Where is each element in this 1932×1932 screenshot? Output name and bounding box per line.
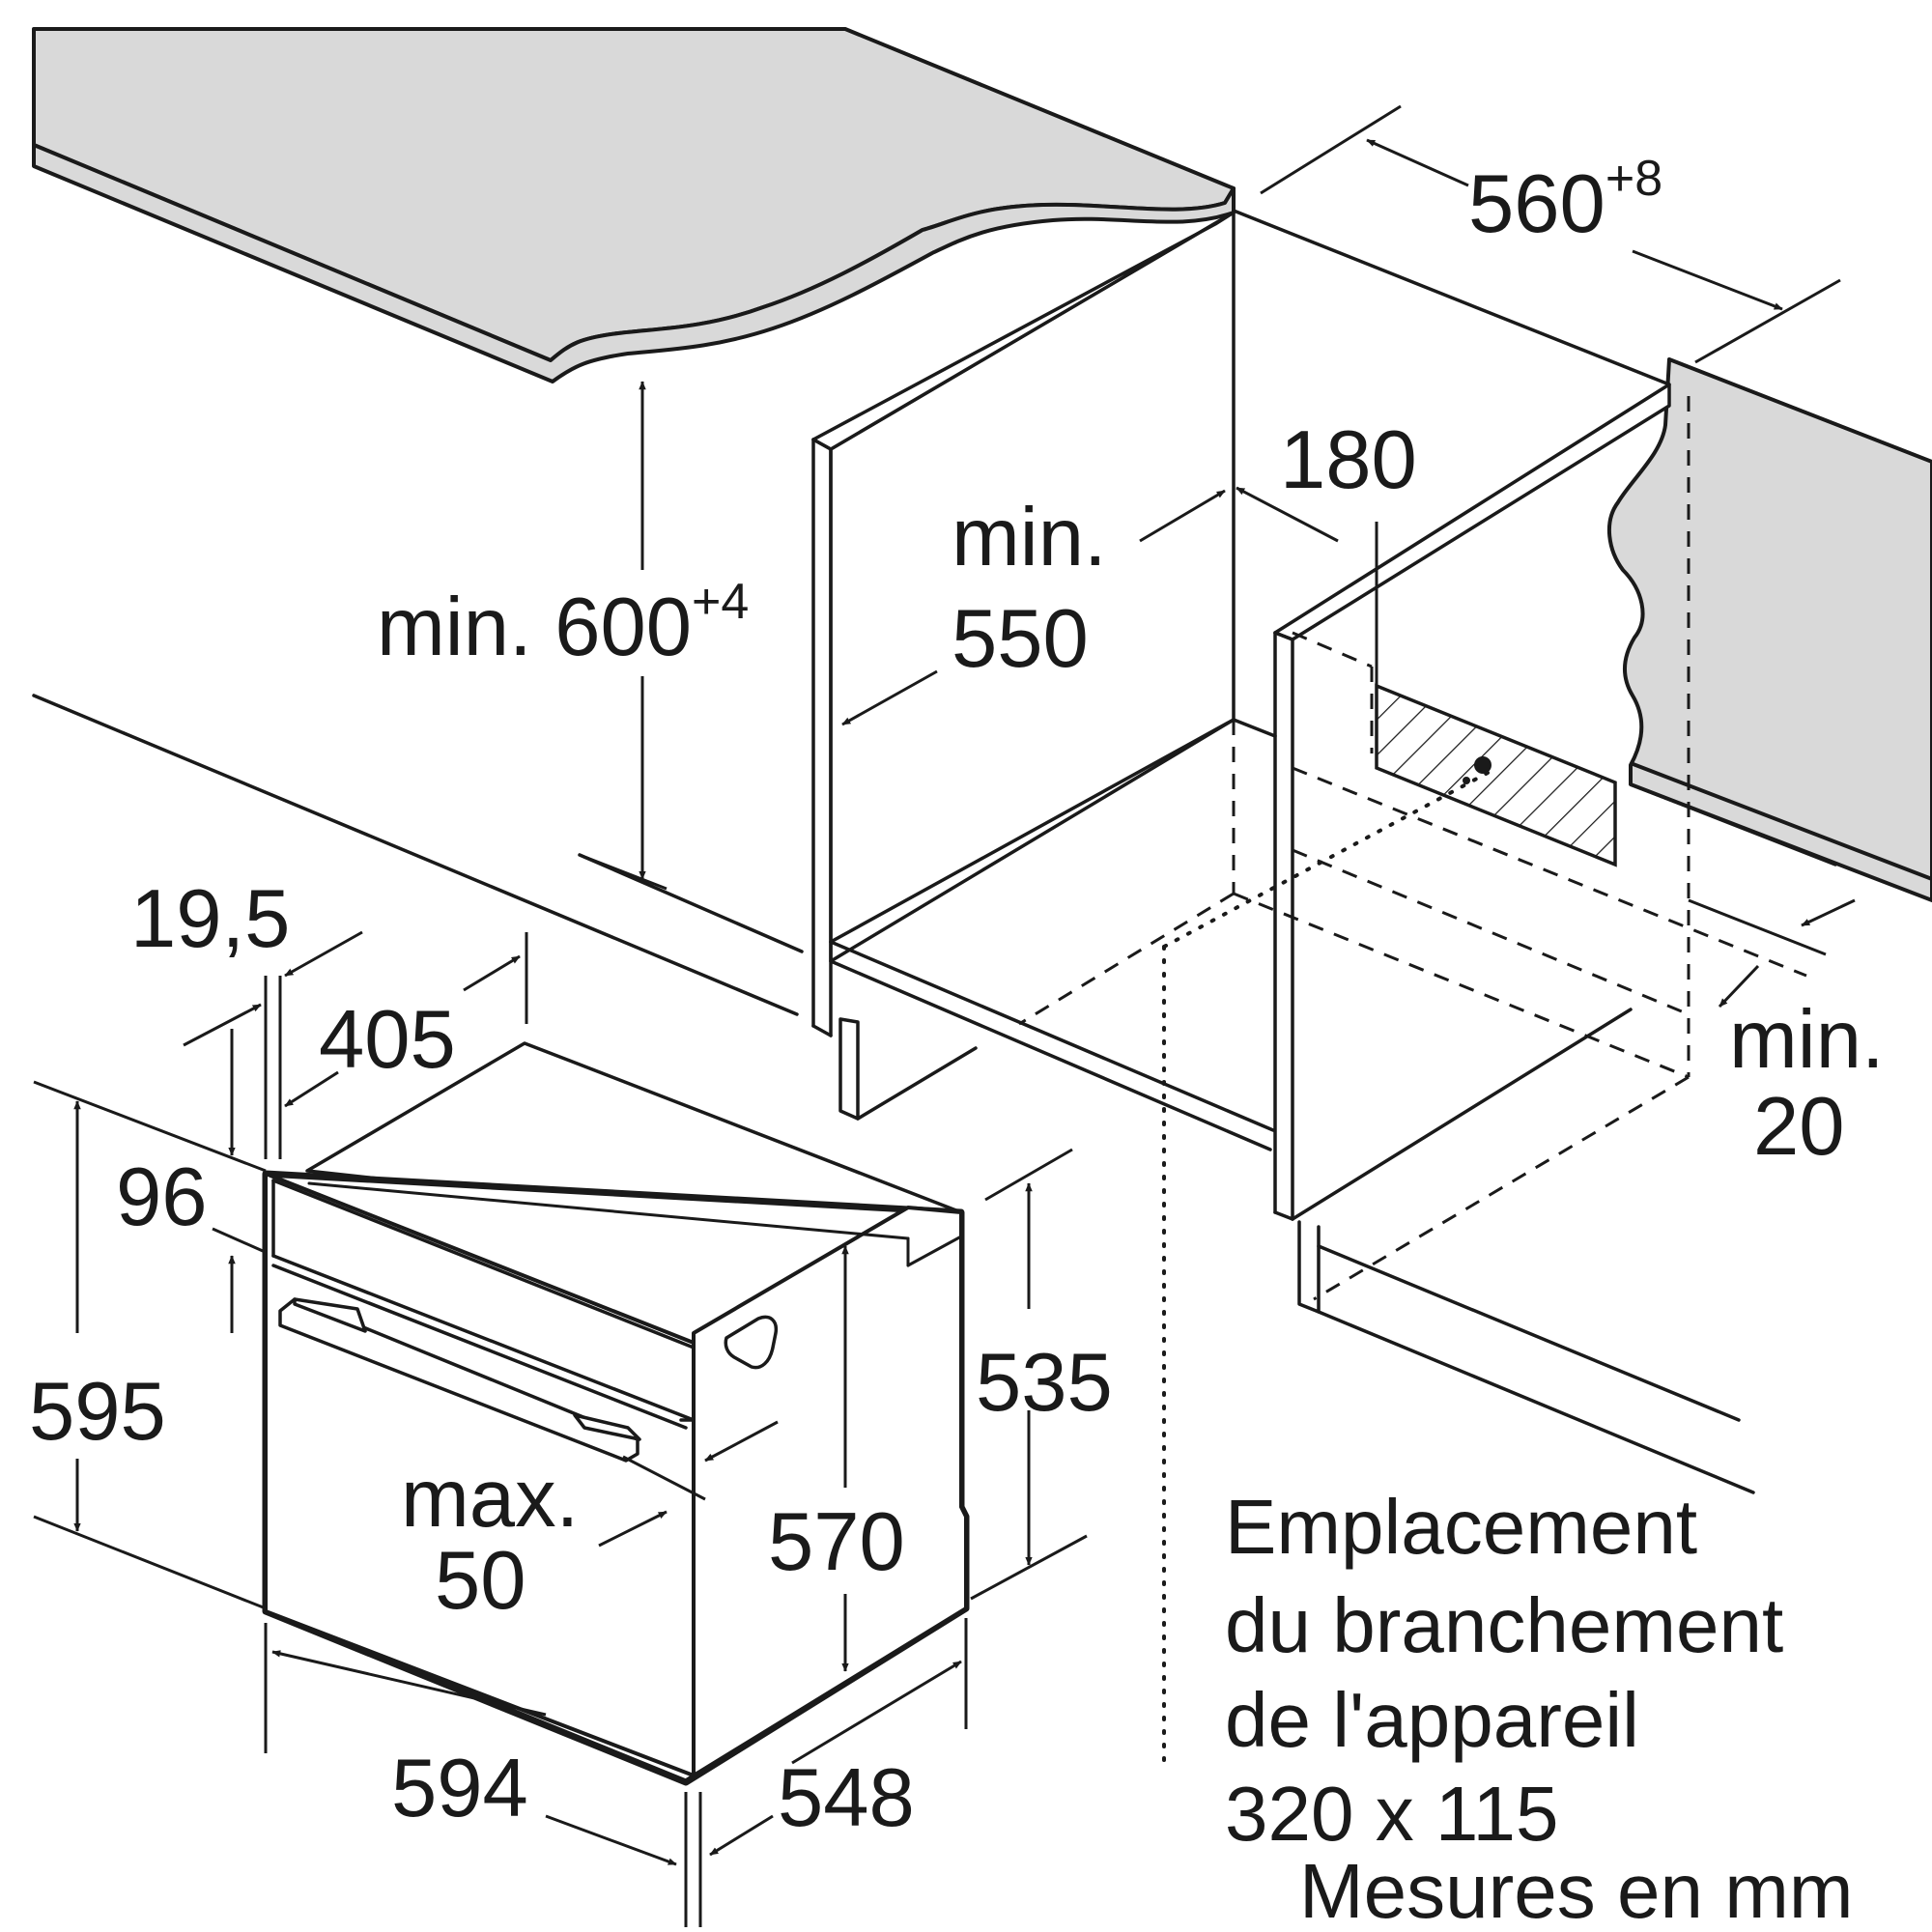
dim-socket-offset: 180	[1280, 414, 1417, 506]
socket-note-line3: de l'appareil	[1225, 1677, 1639, 1763]
dim-niche-depth-label: min.	[952, 492, 1107, 583]
dim-niche-height: min. 600+4	[377, 574, 749, 673]
dim-oven-depth: 548	[778, 1752, 915, 1844]
dim-body-depth: 535	[976, 1337, 1113, 1429]
hidden-lines	[1019, 396, 1806, 1299]
dim-back-gap-value: 20	[1753, 1081, 1845, 1173]
dim-oven-width: 594	[391, 1743, 528, 1834]
side-slot	[725, 1317, 776, 1367]
connection-box	[1377, 686, 1615, 865]
socket-guide	[1164, 773, 1488, 1763]
notes: Emplacement du branchement de l'appareil…	[1225, 1484, 1853, 1932]
dimension-labels: 560+8 min. 600+4 min. 550 180 min. 20 19…	[29, 151, 1885, 1844]
dim-door-offset: 405	[319, 994, 456, 1086]
dim-niche-width: 560+8	[1468, 151, 1662, 250]
dim-panel-height: 96	[116, 1151, 208, 1243]
dim-handle-label: max.	[401, 1453, 579, 1545]
oven	[266, 1043, 966, 1782]
socket-note-line2: du branchement	[1225, 1582, 1783, 1668]
dim-body-height: 570	[768, 1496, 905, 1588]
socket-note-line4: 320 x 115	[1225, 1771, 1558, 1857]
dimension-lines	[34, 106, 1855, 1927]
dim-niche-depth-value: 550	[952, 593, 1089, 685]
countertop-right	[1609, 359, 1932, 900]
dim-panel-thickness: 19,5	[130, 873, 290, 965]
units-note: Mesures en mm	[1299, 1848, 1853, 1932]
dim-oven-height: 595	[29, 1366, 166, 1458]
socket-note-line1: Emplacement	[1225, 1484, 1697, 1570]
socket-dot	[1474, 756, 1492, 774]
dim-back-gap-label: min.	[1729, 994, 1885, 1086]
cabinet	[34, 29, 1932, 1492]
dim-handle-value: 50	[435, 1535, 526, 1627]
